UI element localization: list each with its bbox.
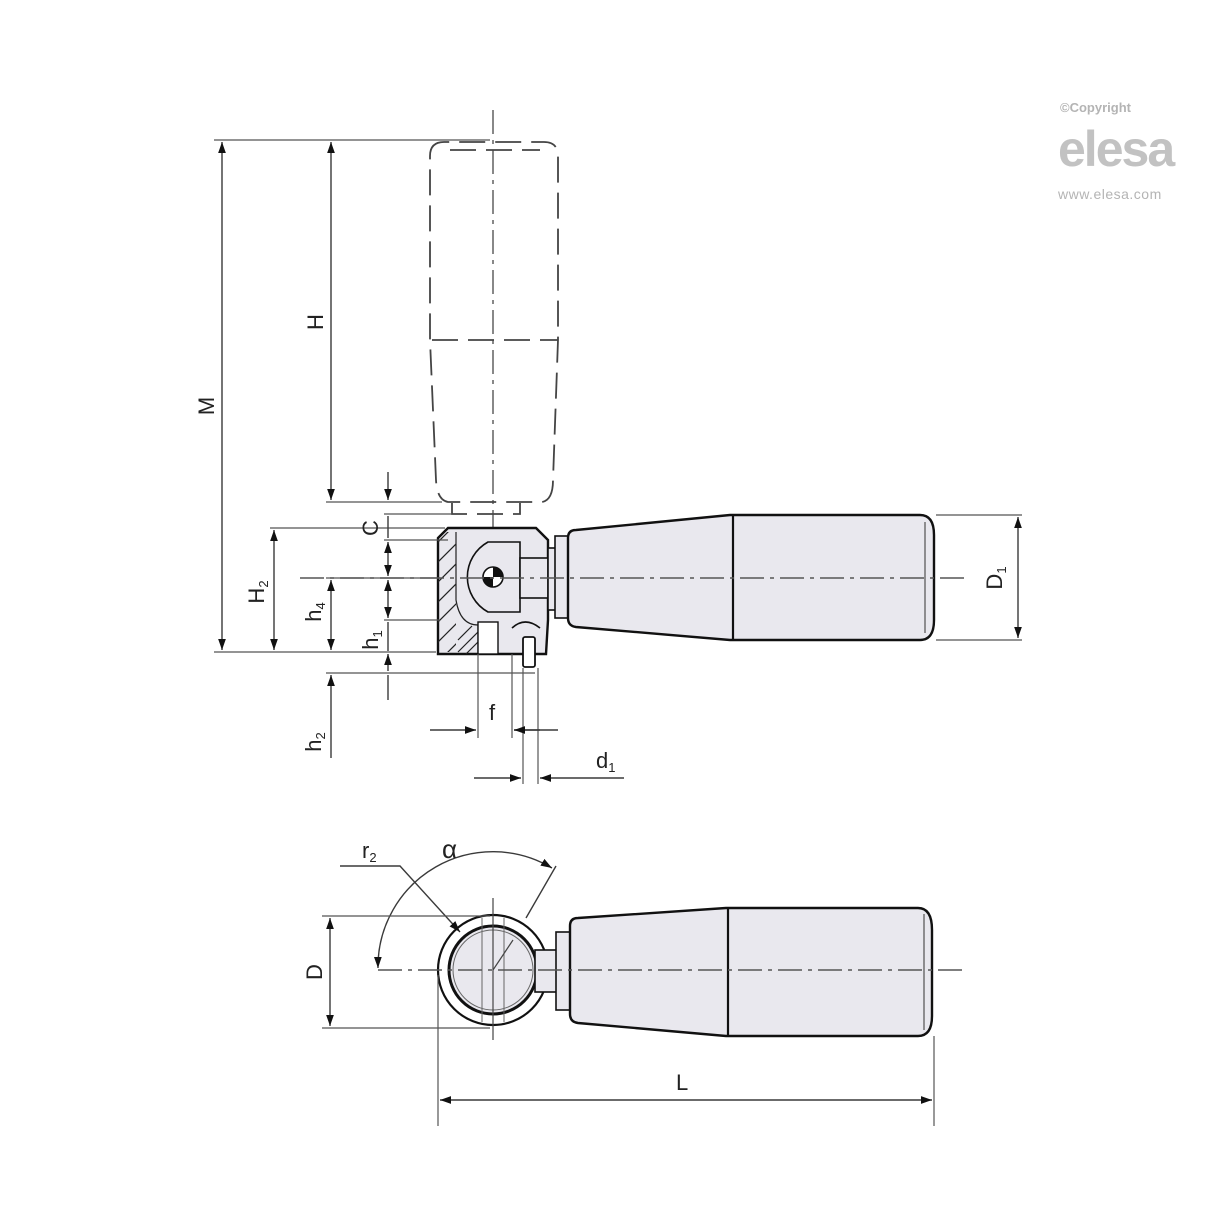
dim-label-r2: r2 (362, 838, 377, 865)
horizontal-handle (300, 513, 968, 642)
copyright-text: ©Copyright (1060, 100, 1132, 115)
dim-label-D1: D1 (982, 566, 1009, 589)
elesa-watermark: ©Copyright elesa www.elesa.com (1057, 100, 1178, 202)
hub-section (436, 526, 559, 668)
dim-label-M: M (194, 397, 219, 415)
dim-label-C: C (358, 520, 383, 536)
dim-label-H2: H2 (244, 580, 271, 603)
dim-label-h2: h2 (301, 732, 328, 751)
top-view: r2 α D L (302, 834, 966, 1126)
extension-lines (214, 139, 1022, 784)
top-view-handle (568, 906, 934, 1038)
hub-ring (436, 898, 571, 1040)
alpha-arc (373, 851, 553, 969)
dim-label-D: D (302, 964, 327, 980)
side-view-labels: M H C H2 h4 h1 h2 f d1 D1 (194, 314, 1009, 775)
dimension-lines (218, 142, 1022, 782)
brand-logo: elesa (1058, 121, 1176, 177)
side-view: M H C H2 h4 h1 h2 f d1 D1 (194, 110, 1022, 784)
dim-label-H: H (303, 314, 328, 330)
dim-label-h1: h1 (358, 630, 385, 649)
dim-label-h4: h4 (301, 602, 328, 621)
website-url: www.elesa.com (1057, 186, 1162, 202)
dim-label-L: L (676, 1070, 688, 1095)
r2-leader (340, 865, 461, 933)
dim-label-d1: d1 (596, 748, 615, 775)
phantom-handle (429, 141, 559, 515)
dim-label-alpha: α (442, 834, 457, 864)
dim-label-f: f (489, 700, 496, 725)
